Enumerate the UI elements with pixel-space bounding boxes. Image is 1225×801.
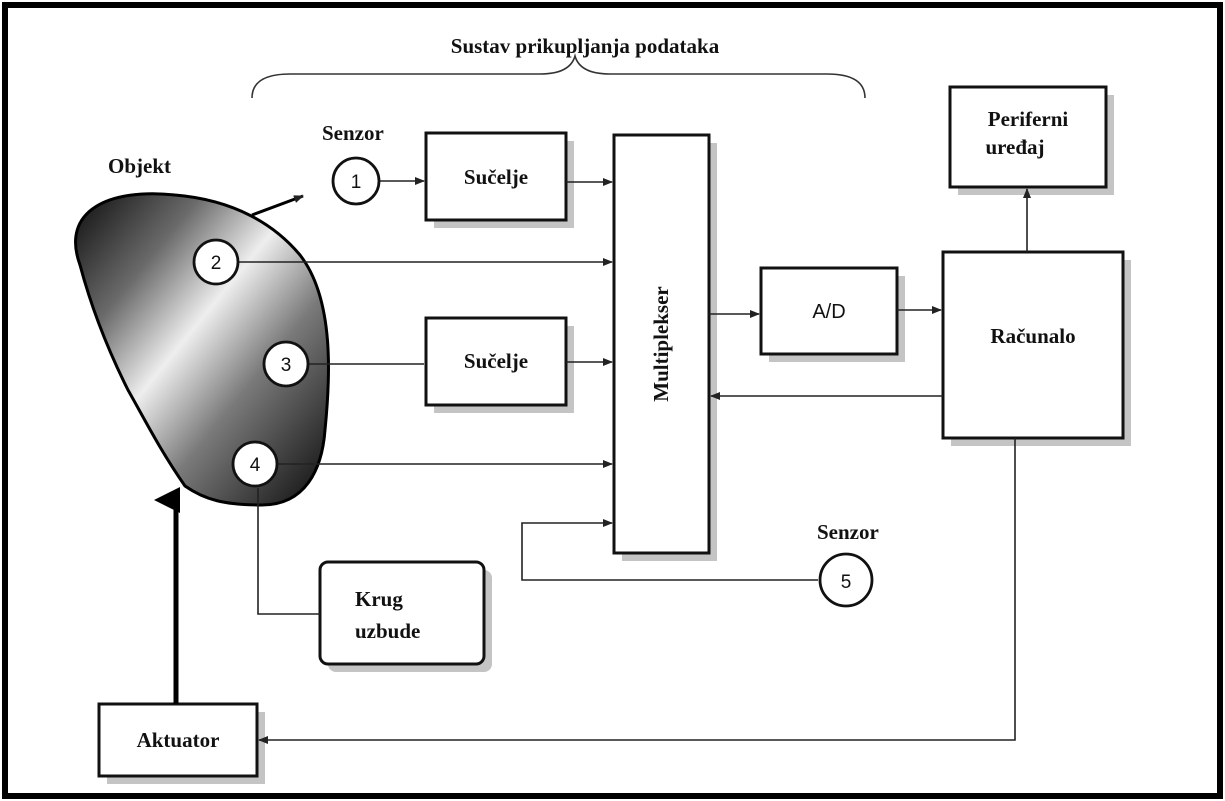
excitation-label-line2: uzbude [355, 619, 420, 643]
multiplexer-box [612, 133, 711, 555]
peripheral-label-line1: Periferni [988, 107, 1069, 131]
sensor-4-number: 4 [250, 455, 261, 476]
sensor-bottom-label: Senzor [817, 520, 879, 544]
wire-computer-actuator [258, 438, 1016, 744]
system-brace [251, 53, 866, 99]
object-to-sensor-arrow [251, 194, 304, 217]
sensor-3-number: 3 [281, 355, 292, 376]
object-shape [74, 192, 331, 507]
excitation-label-line1: Krug [355, 587, 403, 611]
adc-label: A/D [812, 301, 845, 323]
actuator-label: Aktuator [137, 728, 220, 752]
interface-2-box [424, 316, 568, 407]
peripheral-box [948, 85, 1108, 189]
sensor-2-circle [192, 238, 240, 286]
sensor-top-label: Senzor [322, 121, 384, 145]
sensor-3-circle [262, 340, 310, 388]
sensor-1-circle [331, 156, 381, 206]
computer-label: Računalo [990, 324, 1075, 348]
object-label: Objekt [108, 154, 171, 178]
sensor-5-number: 5 [841, 572, 852, 593]
interface-2-label: Sučelje [464, 349, 528, 373]
wire-s4-excitation [257, 488, 320, 615]
excitation-box [318, 560, 486, 666]
interface-1-label: Sučelje [464, 165, 528, 189]
computer-box [941, 250, 1125, 440]
sensor-4-circle [231, 440, 279, 488]
multiplexer-label: Multiplekser [649, 286, 673, 402]
adc-box [759, 266, 899, 356]
sensor-1-number: 1 [351, 172, 362, 193]
interface-1-box [424, 131, 568, 222]
sensor-2-number: 2 [211, 253, 222, 274]
peripheral-label-line2: uređaj [985, 135, 1044, 159]
system-title: Sustav prikupljanja podataka [451, 34, 720, 58]
sensor-5-circle [818, 552, 874, 608]
wire-s5-mux [521, 519, 818, 581]
